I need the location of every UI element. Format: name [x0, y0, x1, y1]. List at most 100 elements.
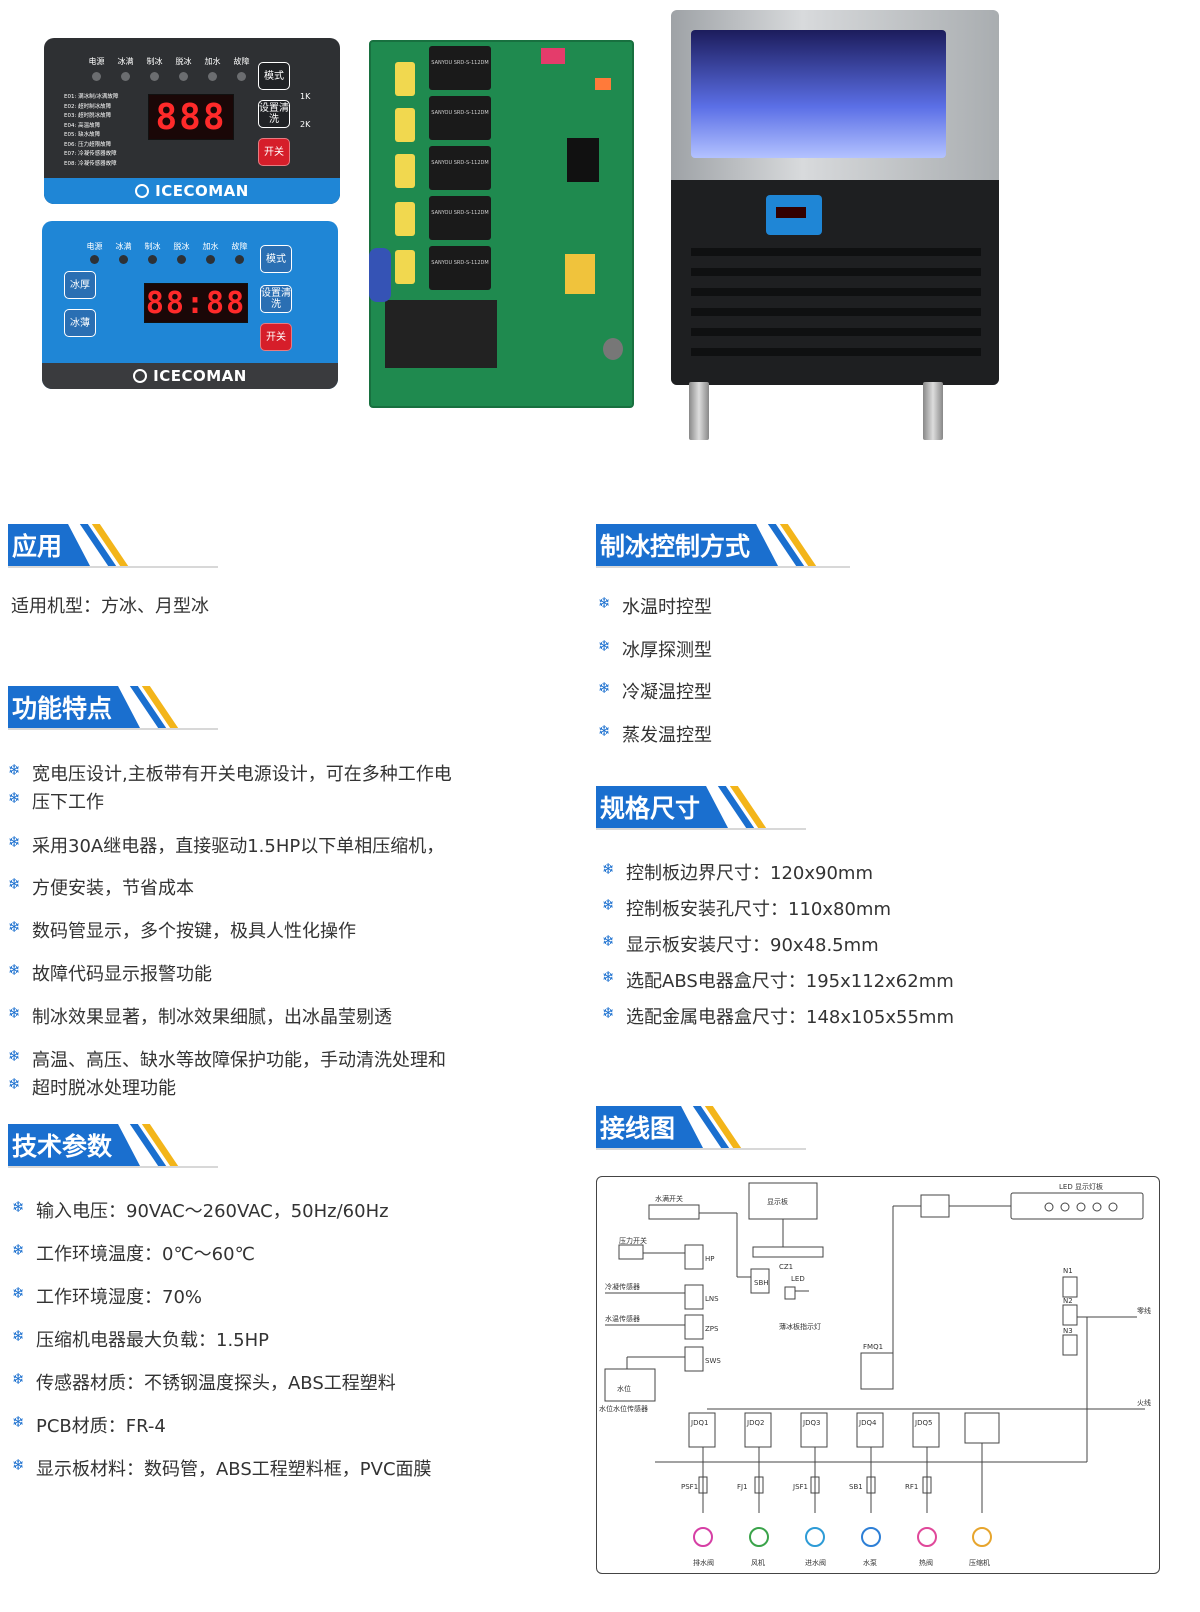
label-n1: N1 [1063, 1267, 1073, 1275]
label-led-board: LED 显示灯板 [1059, 1182, 1103, 1191]
seven-segment-display: 888 [148, 94, 234, 140]
section-header-control: 制冰控制方式 [596, 524, 817, 566]
label-fmq1: FMQ1 [863, 1343, 883, 1351]
list-item: 选配金属电器盒尺寸：148x105x55mm [602, 1003, 954, 1039]
error-code-list: E01: 满冰制/冰满故障 E02: 超时制冰故障 E03: 超时脱冰故障 E0… [64, 94, 119, 167]
label-relay: JDQ1 [690, 1419, 708, 1427]
list-item: 控制板边界尺寸：120x90mm [602, 859, 954, 895]
list-item: PCB材质：FR-4 [12, 1412, 432, 1455]
label-live: 火线 [1137, 1398, 1151, 1407]
list-item: 显示板安装尺寸：90x48.5mm [602, 931, 954, 967]
label-n2: N2 [1063, 1297, 1073, 1305]
label-led: LED [791, 1275, 805, 1283]
led-labels: 电源 冰满 制冰 脱冰 加水 故障 [86, 242, 248, 251]
label-cond-sensor: 冷凝传感器 [605, 1282, 640, 1291]
capacitor-blue [369, 248, 391, 302]
list-item: 方便安装，节省成本 [8, 874, 452, 917]
water-full-switch-box [648, 1204, 700, 1220]
label-relay-out: JSF1 [792, 1483, 808, 1491]
terminal-block [395, 108, 415, 142]
section-header-wiring: 接线图 [596, 1106, 742, 1148]
label-load: 水泵 [863, 1558, 877, 1567]
inlet-valve-icon [805, 1527, 825, 1547]
set-clean-button[interactable]: 设置清洗 [258, 100, 290, 128]
list-item: 输入电压：90VAC～260VAC，50Hz/60Hz [12, 1197, 432, 1240]
section-header-tech: 技术参数 [8, 1124, 179, 1166]
power-button[interactable]: 开关 [260, 323, 292, 351]
main-relay [385, 300, 497, 368]
terminal-block [395, 250, 415, 284]
led-connector [920, 1194, 950, 1218]
relay: SANYOU SRD-S-112DM [429, 96, 491, 140]
list-item: 水温时控型 [598, 593, 712, 636]
ice-thin-button[interactable]: 冰薄 [64, 309, 96, 337]
label-cz1: CZ1 [779, 1263, 793, 1271]
ice-machine-photo [671, 10, 999, 440]
brand-bar: ICECOMAN [44, 178, 340, 204]
display-panel-blue: 电源 冰满 制冰 脱冰 加水 故障 冰厚 冰薄 88:88 模式 设置清洗 开关… [42, 221, 338, 389]
label-neutral: 零线 [1137, 1306, 1151, 1315]
label-hp: HP [705, 1255, 715, 1263]
label-relay-out: SB1 [849, 1483, 863, 1491]
brand-logo-icon [133, 369, 148, 383]
list-item: 宽电压设计,主板带有开关电源设计，可在多种工作电 [8, 760, 452, 788]
drain-valve-icon [693, 1527, 713, 1547]
terminal-block [395, 202, 415, 236]
label-thin-indicator: 薄冰板指示灯 [779, 1322, 821, 1331]
list-item: 传感器材质：不锈钢温度探头，ABS工程塑料 [12, 1369, 432, 1412]
machine-control-panel [766, 195, 822, 235]
mode-button[interactable]: 模式 [260, 245, 292, 273]
label-water-level-sensor: 水位水位传感器 [599, 1404, 648, 1413]
set-clean-button[interactable]: 设置清洗 [260, 285, 292, 313]
application-text: 适用机型：方冰、月型冰 [11, 596, 209, 617]
seven-segment-display: 88:88 [144, 283, 248, 323]
relay: SANYOU SRD-S-112DM [429, 146, 491, 190]
list-item: 选配ABS电器盒尺寸：195x112x62mm [602, 967, 954, 1003]
label-relay: JDQ3 [802, 1419, 820, 1427]
power-button[interactable]: 开关 [258, 138, 290, 166]
display-panel-dark: 电源 冰满 制冰 脱冰 加水 故障 E01: 满冰制/冰满故障 E02: 超时制… [44, 38, 340, 204]
control-methods-list: 水温时控型 冰厚探测型 冷凝温控型 蒸发温控型 [598, 593, 712, 764]
list-item: 采用30A继电器，直接驱动1.5HP以下单相压缩机， [8, 832, 452, 874]
relay: SANYOU SRD-S-112DM [429, 246, 491, 290]
label-water-temp-sensor: 水温传感器 [605, 1314, 640, 1323]
list-item: 冰厚探测型 [598, 636, 712, 678]
label-zps: ZPS [705, 1325, 719, 1333]
list-item: 冷凝温控型 [598, 678, 712, 721]
label-1k: 1K [300, 92, 311, 101]
label-relay-out: PSF1 [681, 1483, 698, 1491]
label-sws: SWS [705, 1357, 721, 1365]
pump-icon [861, 1527, 881, 1547]
list-item: 制冰效果显著，制冰效果细腻，出冰晶莹剔透 [8, 1003, 452, 1046]
water-level-box [604, 1368, 656, 1402]
label-relay-out: FJ1 [737, 1483, 748, 1491]
list-item: 故障代码显示报警功能 [8, 960, 452, 1003]
led-labels: 电源 冰满 制冰 脱冰 加水 故障 [88, 57, 250, 66]
section-header-spec: 规格尺寸 [596, 786, 767, 828]
ice-thick-button[interactable]: 冰厚 [64, 271, 96, 299]
terminal-block [395, 62, 415, 96]
microcontroller-chip [567, 138, 599, 182]
list-item: 超时脱冰处理功能 [8, 1074, 452, 1102]
brand-bar: ICECOMAN [42, 363, 338, 389]
hot-gas-valve-icon [917, 1527, 937, 1547]
transformer [565, 254, 595, 294]
label-relay: JDQ4 [858, 1419, 877, 1427]
mode-button[interactable]: 模式 [258, 62, 290, 90]
connector-orange [595, 78, 611, 90]
label-2k: 2K [300, 120, 311, 129]
label-load: 压缩机 [969, 1558, 990, 1567]
label-load: 排水阀 [693, 1558, 714, 1567]
label-relay-out: RF1 [905, 1483, 918, 1491]
led-indicators [80, 255, 254, 264]
list-item: 显示板材料：数码管，ABS工程塑料框，PVC面膜 [12, 1455, 432, 1498]
label-sbh: SBH [754, 1279, 769, 1287]
fmq1-box [860, 1352, 894, 1390]
label-load: 热阀 [919, 1558, 933, 1567]
label-display-board: 显示板 [767, 1197, 788, 1206]
fan-icon [749, 1527, 769, 1547]
led-indicators [82, 72, 256, 81]
label-water-level: 水位 [617, 1384, 631, 1393]
control-board-pcb: SANYOU SRD-S-112DM SANYOU SRD-S-112DM SA… [369, 40, 634, 408]
list-item: 压缩机电器最大负载：1.5HP [12, 1326, 432, 1369]
